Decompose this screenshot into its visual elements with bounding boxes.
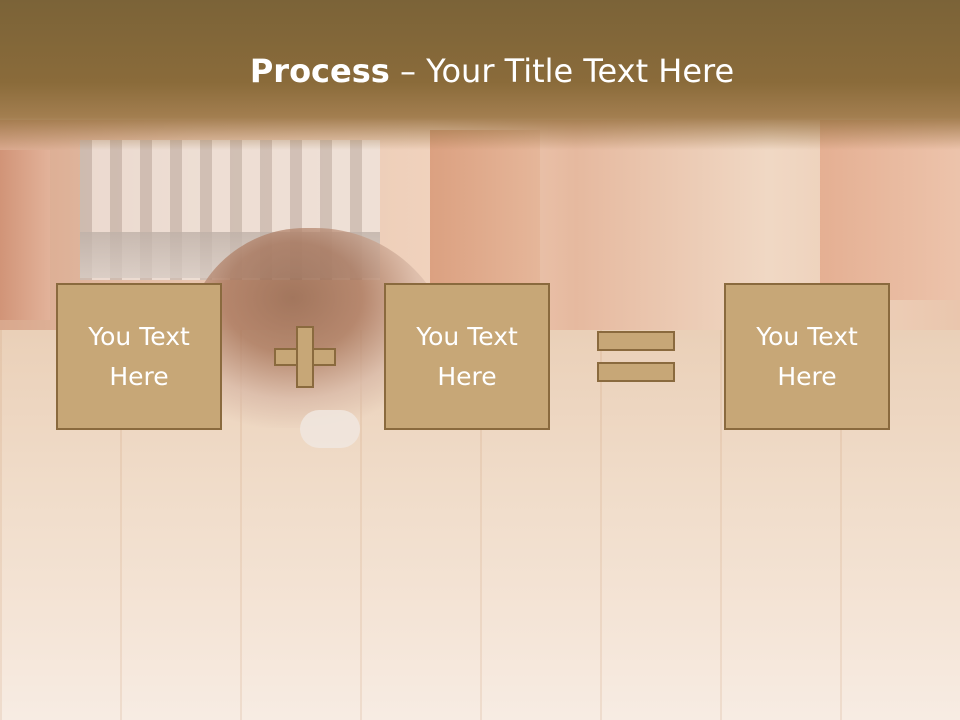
slide-title[interactable]: Process – Your Title Text Here bbox=[0, 52, 960, 90]
box-1-line-1: You Text bbox=[88, 321, 190, 351]
process-box-1[interactable]: You Text Here bbox=[56, 283, 222, 430]
background-door-frame bbox=[0, 150, 50, 320]
plus-icon bbox=[274, 326, 336, 388]
background-cabinet bbox=[430, 130, 540, 290]
box-2-line-2: Here bbox=[437, 361, 497, 391]
title-band bbox=[0, 0, 960, 150]
box-1-line-2: Here bbox=[109, 361, 169, 391]
box-2-line-1: You Text bbox=[416, 321, 518, 351]
background-dog-paw bbox=[300, 410, 360, 448]
background-door bbox=[820, 120, 960, 300]
process-box-3[interactable]: You Text Here bbox=[724, 283, 890, 430]
process-box-2[interactable]: You Text Here bbox=[384, 283, 550, 430]
box-3-line-2: Here bbox=[777, 361, 837, 391]
title-rest: – Your Title Text Here bbox=[389, 52, 735, 90]
title-bold: Process bbox=[249, 52, 390, 90]
equals-icon bbox=[597, 331, 675, 383]
box-3-line-1: You Text bbox=[756, 321, 858, 351]
